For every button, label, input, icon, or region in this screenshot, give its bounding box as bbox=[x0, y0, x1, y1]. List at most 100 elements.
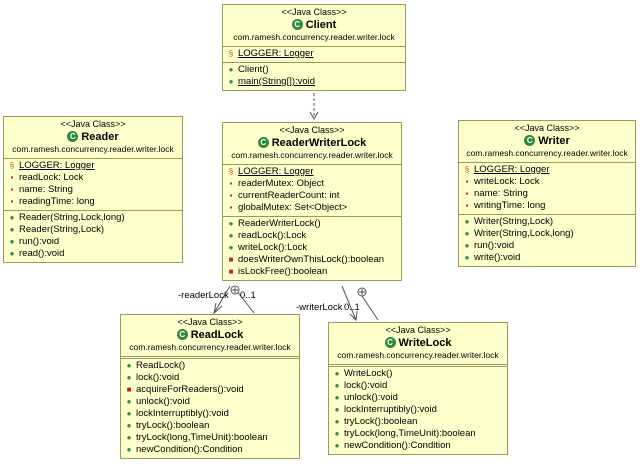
readerlock-role-label: -readerLock bbox=[178, 290, 229, 301]
field-text: readerMutex: Object bbox=[238, 178, 325, 189]
public-method-icon: ● bbox=[334, 429, 340, 438]
nesting-line-writelock bbox=[361, 295, 379, 321]
method-row: ● tryLock(long,TimeUnit):boolean bbox=[124, 432, 296, 444]
field-text: readingTime: long bbox=[19, 196, 95, 207]
public-method-icon: ● bbox=[126, 373, 132, 382]
field-row: ▪ readerMutex: Object bbox=[226, 178, 398, 190]
method-row: ●WriteLock() bbox=[332, 368, 504, 380]
nesting-line-readlock bbox=[235, 289, 255, 314]
method-text: ReadLock() bbox=[136, 360, 186, 371]
method-row: ● unlock():void bbox=[332, 392, 504, 404]
method-text: Client() bbox=[238, 64, 269, 75]
writerlock-role-label: -writerLock bbox=[296, 302, 343, 313]
method-row: ● lock():void bbox=[124, 372, 296, 384]
private-field-icon: ▪ bbox=[229, 191, 233, 200]
public-method-icon: ● bbox=[126, 433, 132, 442]
public-method-icon: ● bbox=[464, 241, 470, 250]
methods-section: ●Writer(String,Lock)●Writer(String,Lock,… bbox=[459, 215, 635, 266]
method-text: Writer(String,Lock,long) bbox=[474, 228, 574, 239]
public-method-icon: ● bbox=[334, 381, 340, 390]
method-text: unlock():void bbox=[136, 396, 190, 407]
method-row: ■acquireForReaders():void bbox=[124, 384, 296, 396]
public-method-icon: ● bbox=[334, 393, 340, 402]
private-method-icon: ■ bbox=[126, 385, 132, 394]
public-method-icon: ● bbox=[228, 231, 234, 240]
private-method-icon: ■ bbox=[228, 255, 234, 264]
constructor-icon: ● bbox=[9, 213, 15, 222]
public-method-icon: ● bbox=[9, 237, 15, 246]
constructor-icon: ● bbox=[334, 369, 340, 378]
field-text: name: String bbox=[19, 184, 73, 195]
method-row: ■ isLockFree():boolean bbox=[226, 266, 398, 278]
method-row: ●run():void bbox=[7, 236, 179, 248]
public-method-icon: ● bbox=[126, 409, 132, 418]
constructor-icon: ● bbox=[228, 219, 234, 228]
private-field-icon: ▪ bbox=[229, 179, 233, 188]
public-method-icon: ● bbox=[126, 421, 132, 430]
fields-section: §LOGGER: Logger▪readLock: Lock▪name: Str… bbox=[4, 159, 182, 211]
field-text: LOGGER: Logger bbox=[474, 164, 550, 175]
class-name: WriteLock bbox=[398, 337, 452, 349]
constructor-icon: ● bbox=[464, 229, 470, 238]
method-text: write():void bbox=[474, 252, 521, 263]
method-row: ●newCondition():Condition bbox=[124, 444, 296, 456]
method-text: unlock():void bbox=[344, 392, 398, 403]
private-field-icon: ▪ bbox=[10, 173, 14, 182]
writerlock-multiplicity-label: 0..1 bbox=[344, 302, 360, 313]
method-row: ● Writer(String,Lock,long) bbox=[462, 228, 632, 240]
class-icon: C bbox=[291, 19, 303, 30]
dependency-arrowhead bbox=[309, 111, 319, 121]
methods-section: ●WriteLock()●lock():void●unlock():void●l… bbox=[329, 367, 507, 454]
method-text: read():void bbox=[19, 248, 65, 259]
method-text: newCondition():Condition bbox=[136, 444, 243, 455]
method-text: isLockFree():boolean bbox=[238, 266, 328, 277]
static-field-icon: § bbox=[228, 167, 234, 176]
stereotype-label: <<Java Class>> bbox=[514, 123, 580, 133]
method-row: ●Reader(String,Lock) bbox=[7, 224, 179, 236]
stereotype-label: <<Java Class>> bbox=[385, 325, 451, 335]
methods-section: ●Reader(String,Lock,long)●Reader(String,… bbox=[4, 211, 182, 262]
public-method-icon: ● bbox=[334, 441, 340, 450]
class-icon: C bbox=[67, 131, 79, 142]
field-row: ▪name: String bbox=[462, 188, 632, 200]
field-row: ▪currentReaderCount: int bbox=[226, 190, 398, 202]
package-label: com.ramesh.concurrency.reader.writer.loc… bbox=[129, 342, 291, 352]
method-row: ●lock():void bbox=[332, 380, 504, 392]
method-row: ●tryLock():boolean bbox=[332, 416, 504, 428]
method-row: ●Reader(String,Lock,long) bbox=[7, 212, 179, 224]
method-text: lock():void bbox=[136, 372, 180, 383]
private-field-icon: ▪ bbox=[465, 189, 469, 198]
private-field-icon: ▪ bbox=[10, 185, 14, 194]
private-method-icon: ■ bbox=[228, 267, 234, 276]
constructor-icon: ● bbox=[9, 225, 15, 234]
class-icon: C bbox=[524, 135, 536, 146]
method-row: ● ReadLock() bbox=[124, 360, 296, 372]
field-row: §LOGGER: Logger bbox=[7, 160, 179, 172]
constructor-icon: ● bbox=[126, 361, 132, 370]
method-text: main(String[]):void bbox=[238, 76, 316, 87]
method-text: doesWriterOwnThisLock():boolean bbox=[238, 254, 385, 265]
method-text: tryLock():boolean bbox=[136, 420, 210, 431]
method-row: ●ReaderWriterLock() bbox=[226, 218, 398, 230]
public-method-icon: ● bbox=[334, 405, 340, 414]
fields-section: §LOGGER: Logger bbox=[223, 47, 405, 63]
field-text: readLock: Lock bbox=[19, 172, 84, 183]
field-text: writingTime: long bbox=[474, 200, 546, 211]
field-row: §LOGGER: Logger bbox=[226, 48, 402, 60]
package-label: com.ramesh.concurrency.reader.writer.loc… bbox=[12, 144, 174, 154]
field-row: ▪ readLock: Lock bbox=[7, 172, 179, 184]
package-label: com.ramesh.concurrency.reader.writer.loc… bbox=[233, 32, 395, 42]
field-text: globalMutex: Set<Object> bbox=[238, 202, 348, 213]
method-row: ●write():void bbox=[462, 252, 632, 264]
method-text: tryLock(long,TimeUnit):boolean bbox=[136, 432, 268, 443]
private-field-icon: ▪ bbox=[465, 177, 469, 186]
method-row: ●Writer(String,Lock) bbox=[462, 216, 632, 228]
